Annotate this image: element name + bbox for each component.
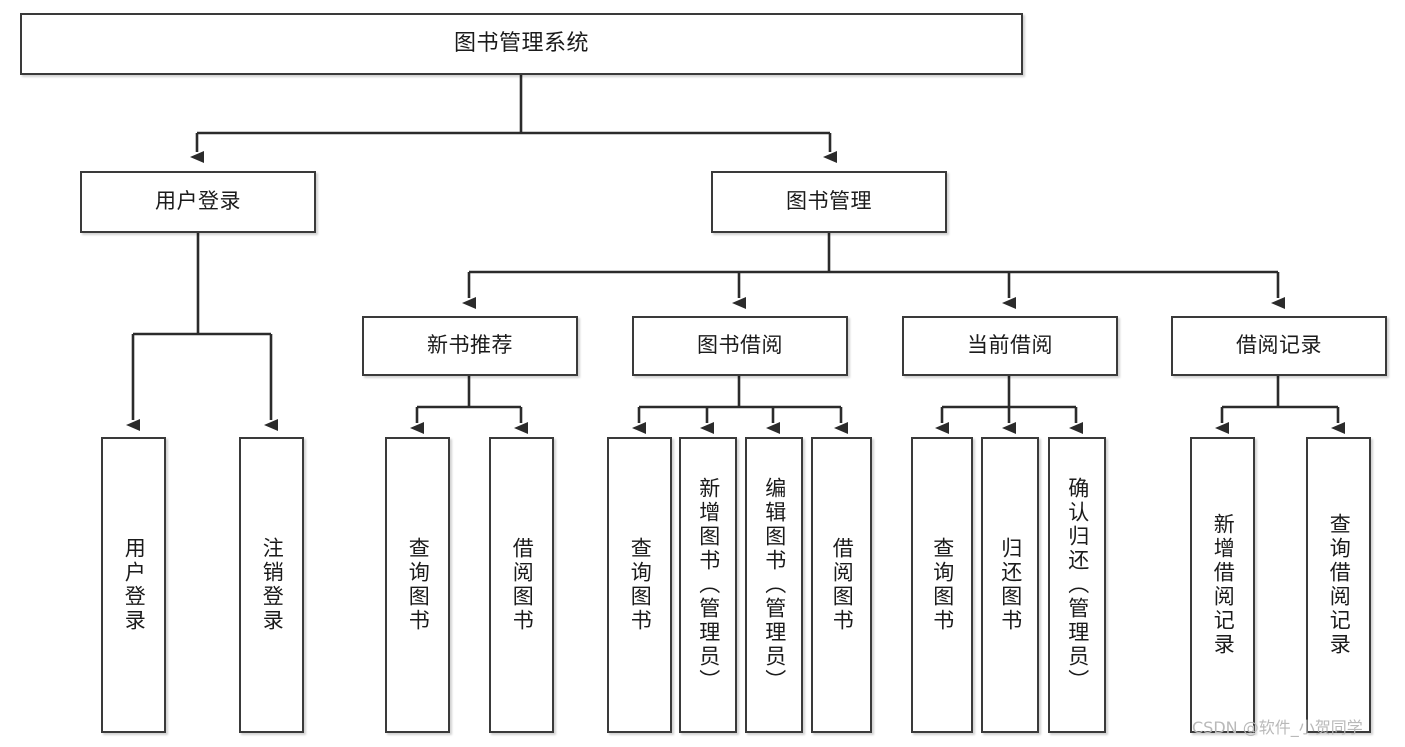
node-leaf-query-record[interactable]: 查询借阅记录 [1306,437,1371,733]
node-leaf-edit-book[interactable]: 编辑图书（管理员） [745,437,803,733]
node-leaf-borrow-book-2-label: 借阅图书 [830,537,855,633]
node-book-borrow-label: 图书借阅 [697,333,783,358]
node-leaf-logout-label: 注销登录 [260,537,285,633]
node-leaf-add-record[interactable]: 新增借阅记录 [1190,437,1255,733]
node-leaf-borrow-book-2[interactable]: 借阅图书 [811,437,872,733]
node-borrow-record-label: 借阅记录 [1236,333,1322,358]
node-leaf-query-book-3-label: 查询图书 [930,537,955,633]
node-leaf-add-book-label: 新增图书（管理员） [696,477,721,693]
csdn-watermark: CSDN @软件_小贺同学 [1192,718,1363,737]
node-leaf-logout[interactable]: 注销登录 [239,437,304,733]
node-leaf-user-login-label: 用户登录 [122,537,147,633]
node-leaf-borrow-book-1[interactable]: 借阅图书 [489,437,554,733]
node-leaf-query-record-label: 查询借阅记录 [1327,513,1352,657]
node-book-manage[interactable]: 图书管理 [711,171,947,233]
node-leaf-confirm-return-label: 确认归还（管理员） [1065,477,1090,693]
node-current-borrow-label: 当前借阅 [967,333,1053,358]
node-leaf-user-login[interactable]: 用户登录 [101,437,166,733]
node-book-borrow[interactable]: 图书借阅 [632,316,848,376]
node-leaf-add-book[interactable]: 新增图书（管理员） [679,437,737,733]
node-leaf-query-book-2-label: 查询图书 [628,537,653,633]
node-leaf-return-book[interactable]: 归还图书 [981,437,1039,733]
node-borrow-record[interactable]: 借阅记录 [1171,316,1387,376]
node-leaf-query-book-1[interactable]: 查询图书 [385,437,450,733]
node-leaf-query-book-2[interactable]: 查询图书 [607,437,672,733]
node-leaf-query-book-1-label: 查询图书 [406,537,431,633]
node-leaf-confirm-return[interactable]: 确认归还（管理员） [1048,437,1106,733]
node-root[interactable]: 图书管理系统 [20,13,1023,75]
node-new-book-rec-label: 新书推荐 [427,333,513,358]
node-leaf-add-record-label: 新增借阅记录 [1211,513,1236,657]
node-leaf-query-book-3[interactable]: 查询图书 [911,437,973,733]
node-current-borrow[interactable]: 当前借阅 [902,316,1118,376]
node-leaf-edit-book-label: 编辑图书（管理员） [762,477,787,693]
node-user-login[interactable]: 用户登录 [80,171,316,233]
node-book-manage-label: 图书管理 [786,189,872,214]
node-new-book-rec[interactable]: 新书推荐 [362,316,578,376]
node-root-label: 图书管理系统 [453,30,589,56]
node-leaf-borrow-book-1-label: 借阅图书 [510,537,535,633]
node-user-login-label: 用户登录 [155,189,241,214]
node-leaf-return-book-label: 归还图书 [998,537,1023,633]
